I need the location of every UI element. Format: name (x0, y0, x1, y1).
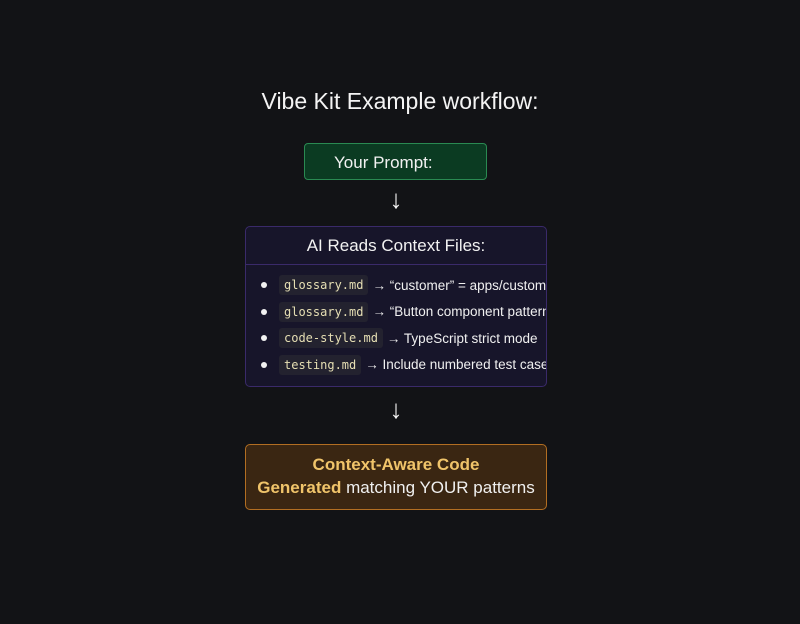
file-description: → “customer” = apps/custom- (372, 277, 546, 293)
bullet-icon (261, 335, 267, 342)
output-highlight: Generated (257, 478, 342, 497)
file-name: testing.md (279, 354, 362, 375)
output-rest: matching YOUR patterns (341, 478, 535, 497)
bullet-icon (261, 282, 267, 289)
bullet-icon (261, 308, 267, 315)
diagram-title: Vibe Kit Example workflow: (261, 88, 539, 114)
file-name: code-style.md (279, 328, 383, 349)
prompt-label: Your Prompt: (334, 153, 433, 172)
context-files-box: AI Reads Context Files: glossary.md → “c… (245, 226, 547, 387)
down-arrow-icon: ↓ (389, 184, 403, 214)
bullet-icon (261, 361, 267, 368)
context-item: code-style.md → TypeScript strict mode (246, 325, 546, 352)
context-heading: AI Reads Context Files: (246, 227, 546, 265)
file-description: → “Button component pattern (372, 304, 546, 320)
file-name: glossary.md (279, 275, 369, 296)
output-box: Context-Aware Code Generated matching YO… (245, 444, 547, 510)
output-subtitle: Generated matching YOUR patterns (246, 478, 546, 498)
file-description: → Include numbered test cases (365, 357, 546, 373)
file-name: glossary.md (279, 301, 369, 322)
prompt-box: Your Prompt: (304, 143, 487, 180)
file-description: → TypeScript strict mode (386, 330, 538, 346)
context-item: glossary.md → “Button component pattern (246, 299, 546, 326)
context-item: glossary.md → “customer” = apps/custom- (246, 272, 546, 299)
context-item: testing.md → Include numbered test cases (246, 352, 546, 379)
down-arrow-icon: ↓ (389, 394, 403, 424)
output-title: Context-Aware Code (312, 455, 480, 474)
